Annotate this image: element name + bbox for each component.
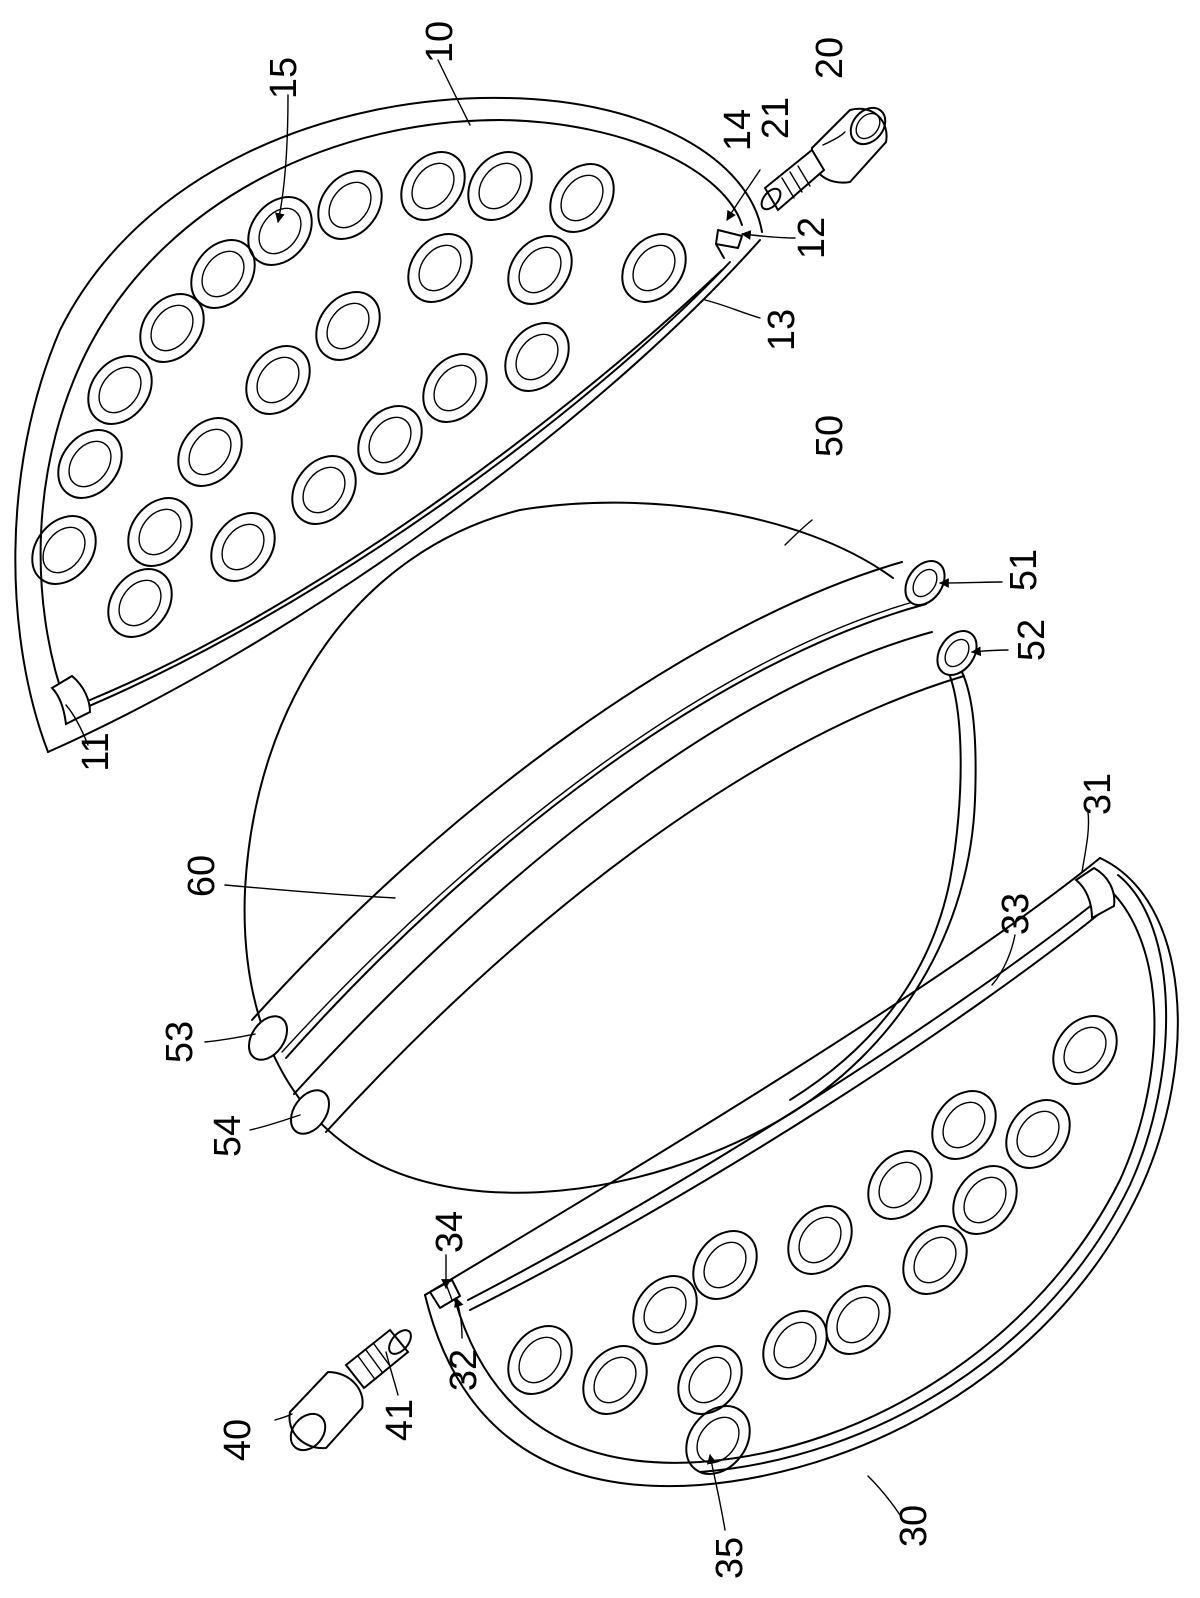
membrane-disc-50 [243,501,977,1194]
perforation-hole [127,497,193,567]
label-30: 30 [893,1505,935,1547]
label-14: 14 [717,109,759,151]
perforation-hole [677,1345,743,1415]
lower-shell-holes [507,1015,1118,1475]
perforation-hole [139,293,205,363]
perforation-hole [582,1345,648,1415]
label-32: 32 [443,1349,485,1391]
label-15: 15 [263,57,305,99]
screw-head-40 [288,1370,364,1452]
label-34: 34 [429,1211,471,1253]
tube-60 [251,561,965,1133]
perforation-hole [931,1090,997,1160]
perforation-hole [87,355,153,425]
perforation-hole [31,515,97,585]
leader-lines [65,59,1090,1531]
perforation-hole [867,1150,933,1220]
perforation-hole [549,163,615,233]
label-11: 11 [75,732,117,771]
label-50: 50 [809,415,851,457]
screw-shank-41 [344,1328,412,1390]
tube-end-52 [936,630,978,676]
perforation-hole [357,405,423,475]
perforation-hole [315,291,381,361]
label-40: 40 [217,1419,259,1461]
upper-shell-holes [31,151,687,638]
tube-end-51 [904,560,946,606]
perforation-hole [902,1225,968,1295]
label-33: 33 [995,893,1037,935]
perforation-hole [825,1285,891,1355]
label-35: 35 [709,1537,751,1579]
label-52: 52 [1011,619,1053,661]
label-10: 10 [419,21,461,63]
perforation-hole [291,455,357,525]
upper-shell-10 [14,96,763,753]
label-60: 60 [181,855,223,897]
perforation-hole [177,417,243,487]
perforation-hole [762,1310,828,1380]
tube-end-53 [247,1015,289,1061]
screw-shank-21 [760,148,826,212]
label-53: 53 [159,1021,201,1063]
label-51: 51 [1003,549,1045,591]
label-31: 31 [1077,773,1119,815]
label-21: 21 [755,97,797,139]
reference-labels: 10 15 20 21 14 12 13 11 50 51 52 60 53 5… [75,21,1119,1579]
perforation-hole [210,512,276,582]
perforation-hole [57,429,123,499]
label-12: 12 [791,217,833,259]
label-54: 54 [207,1115,249,1157]
perforation-hole [621,233,687,303]
perforation-hole [952,1165,1018,1235]
perforation-hole [1005,1099,1071,1169]
perforation-hole [632,1275,698,1345]
perforation-hole [1052,1015,1118,1085]
label-41: 41 [379,1399,421,1441]
perforation-hole [692,1230,758,1300]
perforation-hole [245,345,311,415]
tube-end-54 [289,1089,331,1135]
perforation-hole [504,322,570,392]
perforation-hole [685,1405,751,1475]
perforation-hole [507,235,573,305]
perforation-hole [107,568,173,638]
perforation-hole [407,233,473,303]
perforation-hole [507,1325,573,1395]
perforation-hole [317,170,383,240]
perforation-hole [787,1205,853,1275]
label-13: 13 [761,309,803,351]
lower-shell-30 [424,857,1179,1488]
perforation-hole [467,151,533,221]
perforation-hole [400,151,466,221]
label-20: 20 [809,37,851,79]
perforation-hole [247,196,313,266]
perforation-hole [422,353,488,423]
perforation-hole [190,239,256,309]
